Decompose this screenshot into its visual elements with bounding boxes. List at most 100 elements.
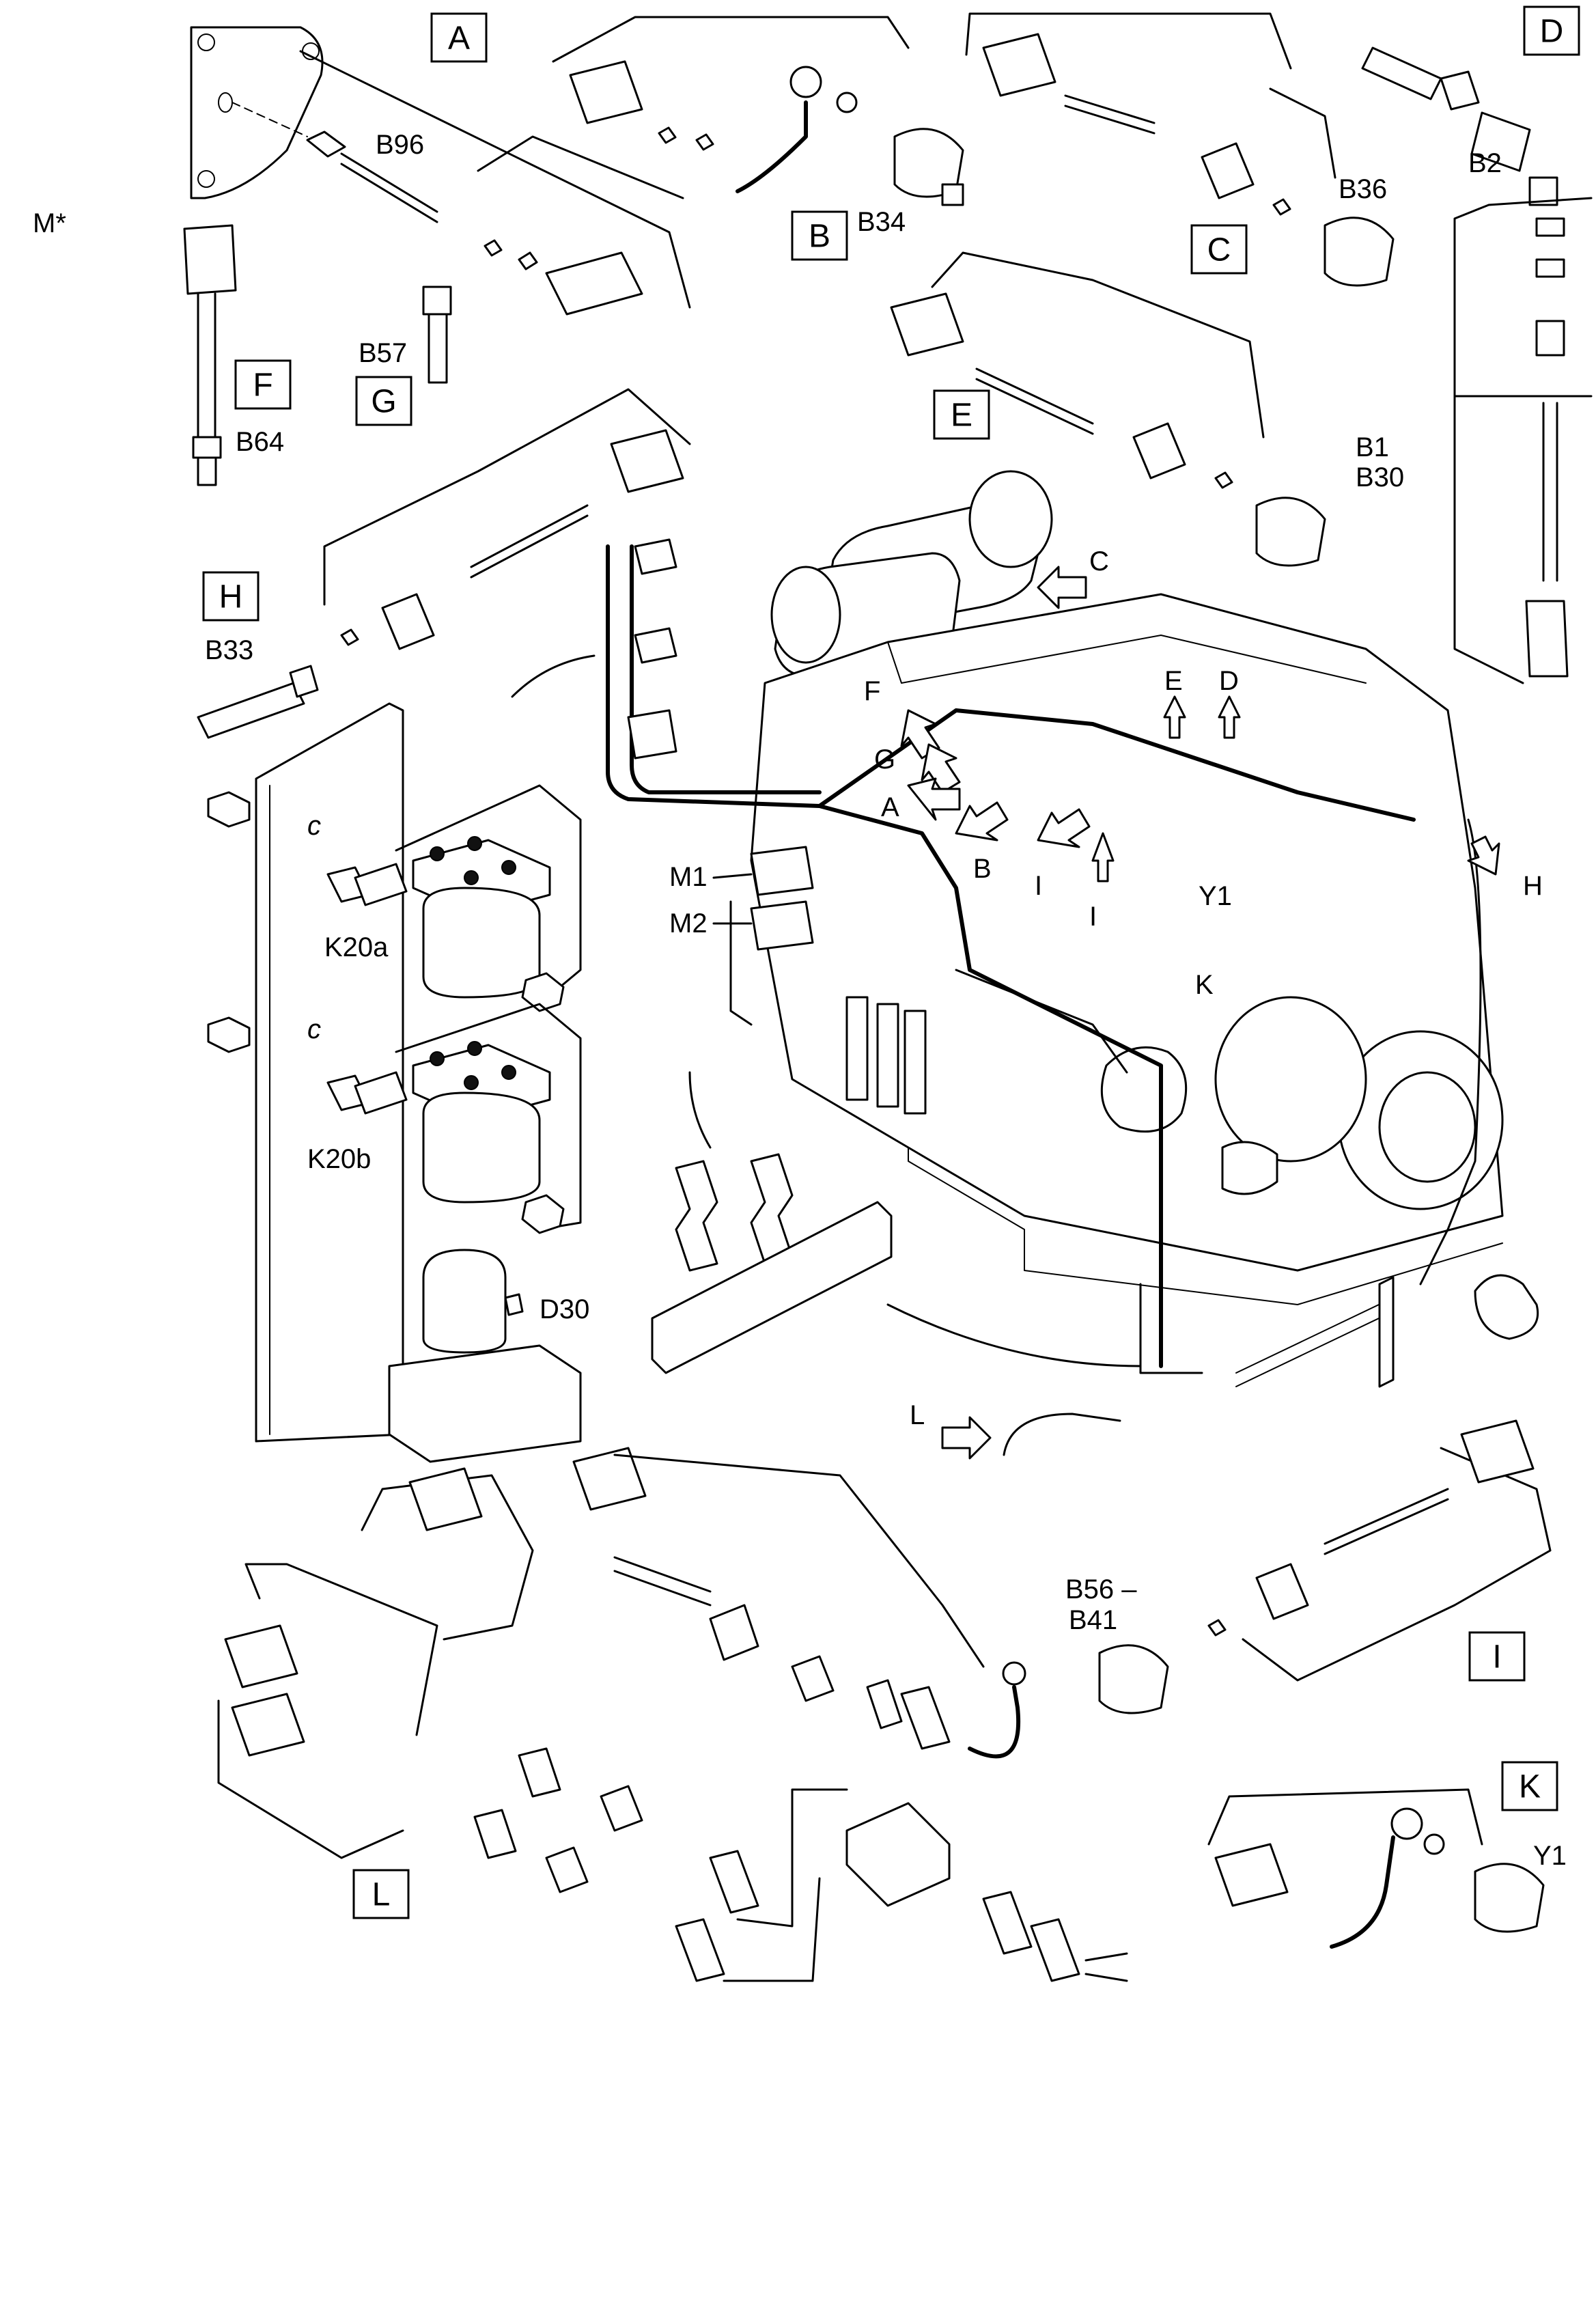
cable-clamp xyxy=(750,1153,794,1265)
label-k20b: K20b xyxy=(307,1144,371,1174)
detail-b-b34-sensor: B B34 xyxy=(552,16,964,261)
detail-d-bracket-line xyxy=(1453,197,1593,398)
detail-box-i xyxy=(1468,1631,1526,1682)
plate-hole xyxy=(197,170,215,188)
terminal xyxy=(518,251,538,270)
turbo-inlet-1 xyxy=(968,470,1053,568)
detail-box-g-label: G xyxy=(371,384,396,420)
detail-box-h-label: H xyxy=(219,579,243,615)
engine-callout-a: A xyxy=(881,792,899,822)
detail-box-k xyxy=(1501,1761,1558,1811)
cable-clamp xyxy=(675,1160,718,1272)
flow-arrow xyxy=(511,654,596,698)
l-ring-cable xyxy=(968,1685,1021,1759)
label-b57: B57 xyxy=(359,338,407,368)
engine-callout-d: D xyxy=(1219,666,1239,696)
detail-box-c-label: C xyxy=(1207,232,1231,268)
spring-sleeve xyxy=(982,1891,1033,1955)
b36-pressure-switch xyxy=(1324,217,1395,287)
engine-label-y1: Y1 xyxy=(1199,881,1232,911)
main-harness xyxy=(630,544,822,794)
panel-nut xyxy=(207,1016,251,1053)
detail-a-bracket-line xyxy=(299,50,691,309)
panel-nut xyxy=(207,791,251,828)
label-b1: B1 xyxy=(1356,432,1389,462)
t-junction xyxy=(845,1802,951,1907)
b33-wire xyxy=(470,504,589,579)
fuel-filter xyxy=(876,1003,899,1108)
starter-motor xyxy=(1221,1141,1278,1195)
detail-l-bracket-line xyxy=(613,1454,985,1668)
b36-boot xyxy=(1201,142,1255,199)
k20b-terminal xyxy=(467,1041,482,1056)
pulley xyxy=(1378,1071,1476,1183)
detail-c-bracket-line xyxy=(965,12,1292,70)
b1-wire xyxy=(975,367,1094,435)
engine-base xyxy=(908,1147,1503,1305)
detail-i-bracket-line xyxy=(1242,1447,1552,1682)
b96-sensor-body xyxy=(306,130,346,158)
detail-box-b xyxy=(791,210,848,261)
m1-motor xyxy=(750,846,814,896)
detail-g-b57-sensor: G B57 xyxy=(355,286,452,426)
d30-terminal xyxy=(504,1293,524,1316)
detail-h-b33-sensor: H B33 xyxy=(197,388,691,739)
detail-box-e-label: E xyxy=(951,398,972,434)
callout-arrow-a xyxy=(907,777,961,821)
b56-wire xyxy=(1324,1488,1449,1555)
alternator xyxy=(1100,1046,1188,1133)
detail-l-bracket-line xyxy=(244,1563,438,1736)
l-wire xyxy=(613,1556,712,1607)
detail-box-a xyxy=(430,12,488,63)
detail-k-y1-valve: K Y1 xyxy=(1207,1761,1567,1949)
b33-hex xyxy=(289,665,319,698)
detail-e-b1-b30-sensor: E B1 B30 xyxy=(890,251,1404,567)
rubber-grommet xyxy=(1474,1274,1539,1340)
label-b2: B2 xyxy=(1468,148,1502,178)
b34-connector xyxy=(569,60,643,124)
detail-box-l xyxy=(352,1869,410,1919)
rail-bracket xyxy=(1378,1276,1395,1388)
harness-connector xyxy=(634,538,677,575)
m1-leader xyxy=(712,873,753,879)
main-harness xyxy=(606,544,1163,1368)
engine-callout-i: I xyxy=(1035,871,1042,901)
detail-box-f-label: F xyxy=(253,367,272,404)
label-d30: D30 xyxy=(540,1294,589,1324)
k20b-terminal xyxy=(430,1051,445,1066)
label-b64: B64 xyxy=(236,427,284,457)
detail-l-cable-glands: L xyxy=(217,1447,1128,1982)
gland-nut xyxy=(791,1655,835,1702)
b56-terminal xyxy=(1207,1619,1227,1637)
b2-boot xyxy=(1535,320,1565,357)
detail-f-b64-sensor: F B64 xyxy=(183,224,292,486)
k20a-terminal xyxy=(464,870,479,885)
engine-callout-g: G xyxy=(874,745,895,775)
detail-e-bracket-line xyxy=(931,251,1265,439)
label-m1: M1 xyxy=(669,862,708,892)
detail-l-bracket-line xyxy=(723,1788,848,1982)
b2-cable xyxy=(1542,402,1558,582)
detail-box-f xyxy=(234,359,292,410)
engine-callout-k: K xyxy=(1195,970,1214,1000)
b96-connector xyxy=(545,251,643,316)
k20a-spacer xyxy=(354,863,408,906)
label-y1: Y1 xyxy=(1533,1841,1567,1871)
label-k20a: K20a xyxy=(324,932,389,962)
damper xyxy=(1214,996,1367,1163)
b2-seal xyxy=(1535,258,1565,278)
detail-box-k-label: K xyxy=(1519,1769,1541,1805)
label-b41: B41 xyxy=(1069,1605,1117,1635)
b57-hex xyxy=(422,286,452,316)
assembly-line xyxy=(232,102,308,137)
detail-box-a-label: A xyxy=(448,20,470,57)
detail-box-d-label: D xyxy=(1540,14,1564,50)
plate-hole xyxy=(197,33,215,51)
b36-connector xyxy=(982,33,1056,97)
b33-terminal xyxy=(340,628,359,646)
l-connector-3 xyxy=(224,1624,298,1688)
b56-connector xyxy=(1460,1419,1535,1484)
detail-k-bracket-line xyxy=(1207,1788,1483,1846)
cable-gland xyxy=(473,1809,517,1859)
